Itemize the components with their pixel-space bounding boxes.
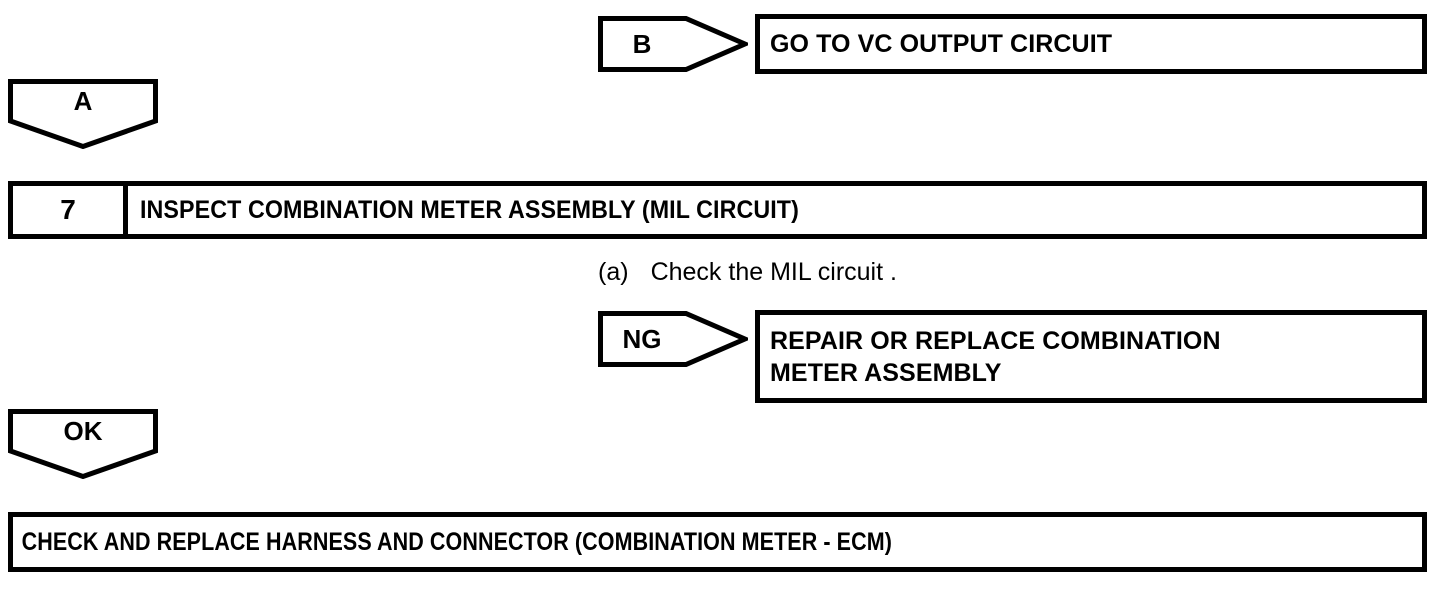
box-goto-vc-output-circuit: GO TO VC OUTPUT CIRCUIT <box>755 14 1427 74</box>
instruction-line: (a) Check the MIL circuit . <box>598 258 897 287</box>
connector-tag-ok: OK <box>8 409 158 479</box>
instruction-marker: (a) <box>598 258 629 286</box>
box-check-replace-harness-text: CHECK AND REPLACE HARNESS AND CONNECTOR … <box>21 528 892 556</box>
connector-tag-a-label: A <box>73 85 93 116</box>
connector-tag-ng: NG <box>598 311 748 367</box>
box-check-replace-harness: CHECK AND REPLACE HARNESS AND CONNECTOR … <box>8 512 1427 572</box>
connector-tag-ok-label: OK <box>63 415 103 446</box>
arrow-right-icon <box>598 311 748 367</box>
connector-tag-a: A <box>8 79 158 149</box>
box-repair-replace-meter-text: REPAIR OR REPLACE COMBINATION METER ASSE… <box>770 326 1221 387</box>
step-header-row: 7 INSPECT COMBINATION METER ASSEMBLY (MI… <box>8 181 1427 239</box>
step-number: 7 <box>60 194 76 225</box>
box-repair-replace-meter: REPAIR OR REPLACE COMBINATION METER ASSE… <box>755 310 1427 403</box>
step-number-cell: 7 <box>13 186 128 234</box>
instruction-text: Check the MIL circuit . <box>650 258 897 286</box>
connector-tag-ng-label: NG <box>622 323 662 354</box>
step-title-cell: INSPECT COMBINATION METER ASSEMBLY (MIL … <box>128 186 1422 234</box>
connector-tag-b-label: B <box>632 28 652 59</box>
arrow-right-icon <box>598 16 748 72</box>
pentagon-down-icon <box>8 409 158 479</box>
box-goto-vc-output-circuit-text: GO TO VC OUTPUT CIRCUIT <box>770 30 1113 58</box>
step-title: INSPECT COMBINATION METER ASSEMBLY (MIL … <box>140 196 799 224</box>
pentagon-down-icon <box>8 79 158 149</box>
connector-tag-b: B <box>598 16 748 72</box>
